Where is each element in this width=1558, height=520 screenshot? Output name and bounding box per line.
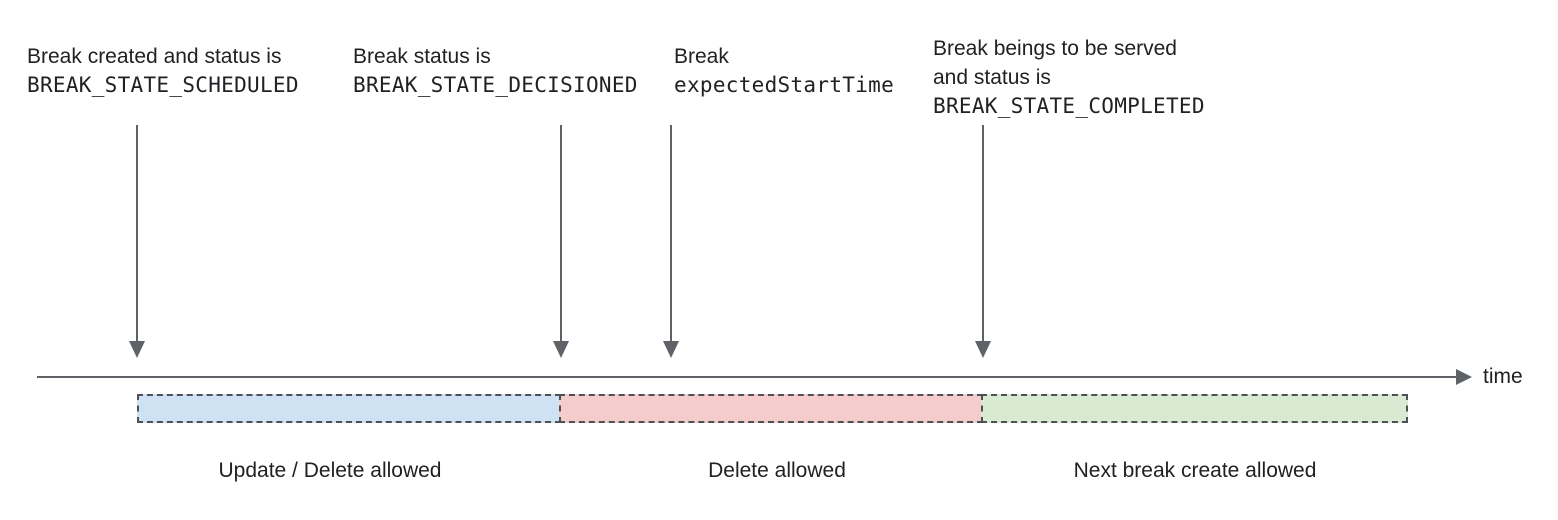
segment-label-next-break-create-allowed: Next break create allowed bbox=[1073, 459, 1317, 482]
arrow-down-icon bbox=[663, 341, 679, 358]
annotation-break-completed-code: BREAK_STATE_COMPLETED bbox=[933, 94, 1205, 118]
time-axis-label: time bbox=[1483, 365, 1523, 388]
arrow-down-icon bbox=[129, 341, 145, 358]
annotation-expected-start-time-text: Break bbox=[674, 45, 729, 68]
arrow-down-icon bbox=[975, 341, 991, 358]
annotation-break-decisioned-text: Break status is bbox=[353, 45, 491, 68]
arrow-expected-start-time-line bbox=[670, 125, 672, 341]
arrow-down-icon bbox=[553, 341, 569, 358]
annotation-expected-start-time: Break expectedStartTime bbox=[674, 42, 894, 100]
annotation-break-created-text: Break created and status is bbox=[27, 45, 282, 68]
time-axis-line bbox=[37, 376, 1458, 378]
segment-next-break-create-allowed bbox=[981, 394, 1408, 423]
arrow-break-created-line bbox=[136, 125, 138, 341]
arrow-break-decisioned-line bbox=[560, 125, 562, 341]
annotation-break-completed-text-1: Break beings to be served bbox=[933, 37, 1177, 60]
segment-label-update-delete-allowed: Update / Delete allowed bbox=[218, 459, 442, 482]
segment-delete-allowed bbox=[559, 394, 983, 423]
annotation-break-created: Break created and status is BREAK_STATE_… bbox=[27, 42, 299, 100]
annotation-break-completed: Break beings to be served and status is … bbox=[933, 34, 1205, 121]
arrow-right-icon bbox=[1456, 369, 1472, 385]
annotation-break-completed-text-2: and status is bbox=[933, 66, 1051, 89]
annotation-break-decisioned: Break status is BREAK_STATE_DECISIONED bbox=[353, 42, 638, 100]
arrow-break-completed-line bbox=[982, 125, 984, 341]
annotation-break-decisioned-code: BREAK_STATE_DECISIONED bbox=[353, 73, 638, 97]
annotation-expected-start-time-code: expectedStartTime bbox=[674, 73, 895, 97]
segment-label-delete-allowed: Delete allowed bbox=[708, 459, 846, 482]
annotation-break-created-code: BREAK_STATE_SCHEDULED bbox=[27, 73, 299, 97]
segment-update-delete-allowed bbox=[137, 394, 561, 423]
